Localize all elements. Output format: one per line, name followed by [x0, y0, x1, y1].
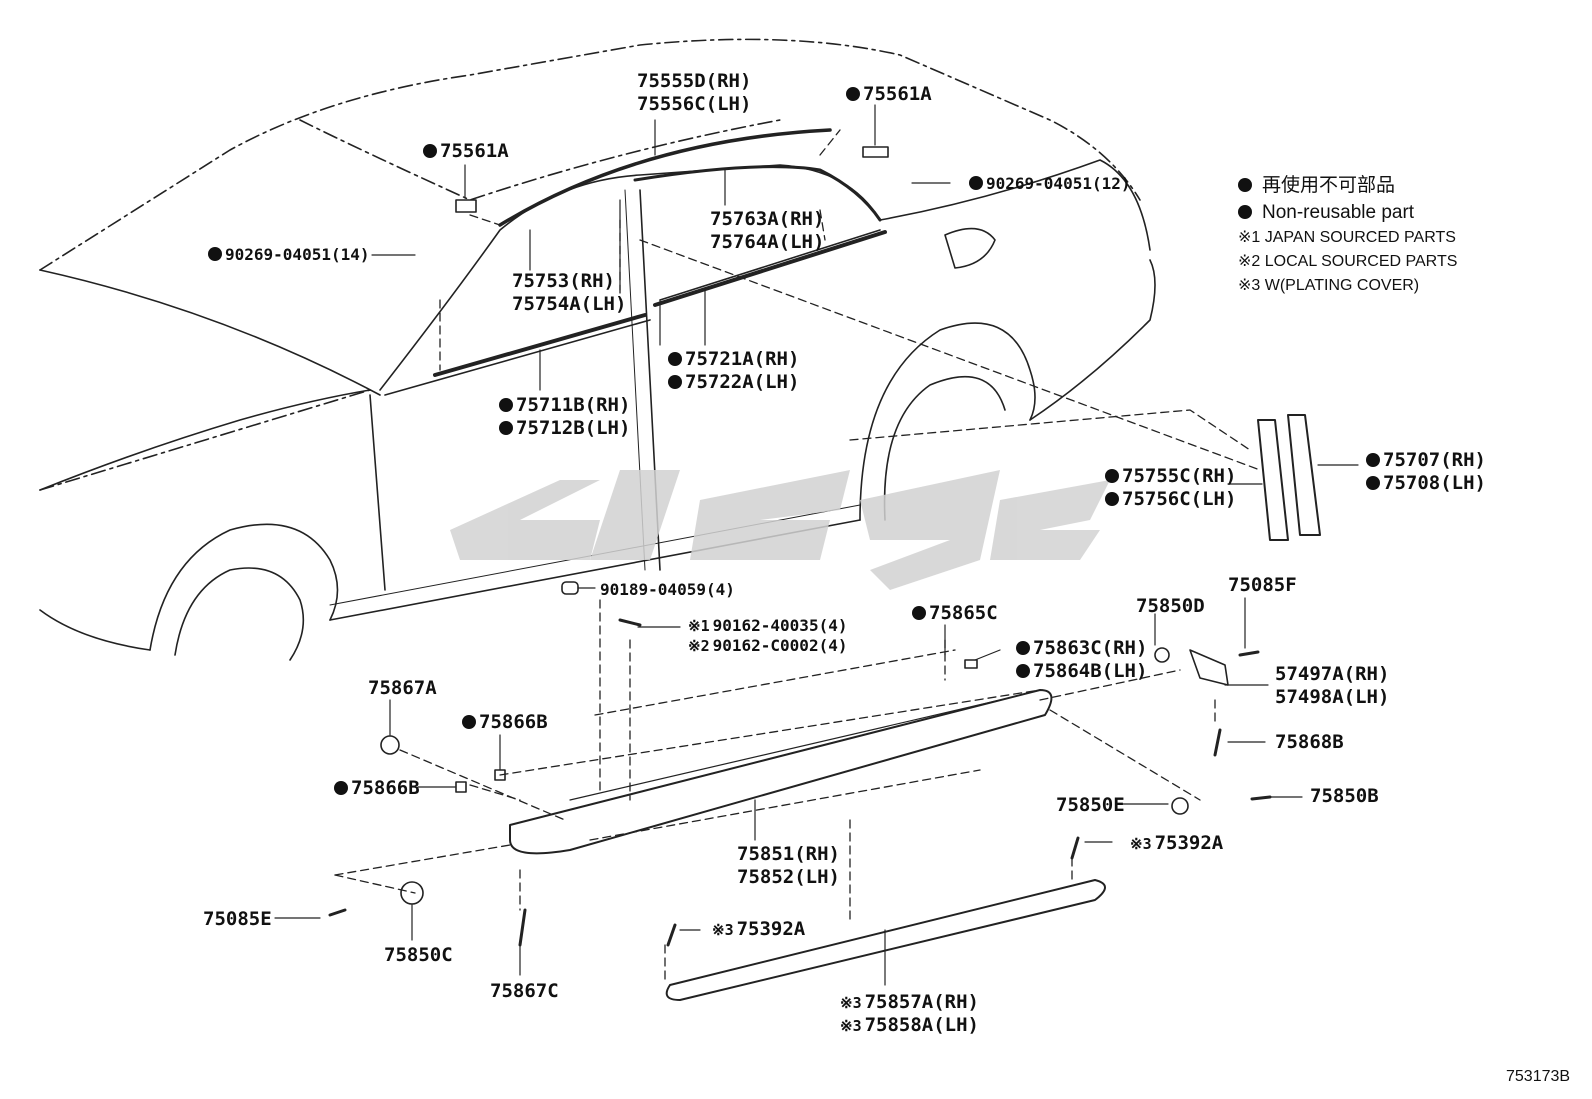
- note-mark-3: ※3: [840, 1017, 862, 1035]
- part-label-57497a[interactable]: 57497A(RH): [1275, 663, 1390, 685]
- part-label-75865c[interactable]: 75865C: [912, 602, 998, 624]
- dot-icon: [334, 781, 348, 795]
- part-label-75867a[interactable]: 75867A: [368, 677, 437, 699]
- part-label-75721a[interactable]: 75721A(RH): [668, 348, 799, 370]
- part-label-75707[interactable]: 75707(RH): [1366, 449, 1486, 471]
- dot-icon: [208, 247, 222, 261]
- legend-note-2: ※2 LOCAL SOURCED PARTS: [1238, 253, 1458, 270]
- part-label-75867c[interactable]: 75867C: [490, 980, 559, 1002]
- dot-icon: [423, 144, 437, 158]
- dot-icon: [462, 715, 476, 729]
- note-mark-1: ※1: [688, 617, 710, 635]
- part-label-75754a[interactable]: 75754A(LH): [512, 293, 627, 315]
- legend-note-3: ※3 W(PLATING COVER): [1238, 277, 1420, 294]
- note-mark-2: ※2: [688, 637, 710, 655]
- legend-en: Non-reusable part: [1238, 199, 1457, 226]
- part-label-75711b[interactable]: 75711B(RH): [499, 394, 630, 416]
- part-label-75850c[interactable]: 75850C: [384, 944, 453, 966]
- part-label-75556c[interactable]: 75556C(LH): [637, 93, 752, 115]
- dot-icon: [1238, 205, 1252, 219]
- part-label-75866b-left[interactable]: 75866B: [334, 777, 420, 799]
- part-label-75863c[interactable]: 75863C(RH): [1016, 637, 1147, 659]
- part-label-75756c[interactable]: 75756C(LH): [1105, 488, 1236, 510]
- part-label-75708[interactable]: 75708(LH): [1366, 472, 1486, 494]
- legend-jp: 再使用不可部品: [1238, 172, 1457, 199]
- note-mark-3: ※3: [840, 994, 862, 1012]
- part-label-75864b[interactable]: 75864B(LH): [1016, 660, 1147, 682]
- part-label-75851[interactable]: 75851(RH): [737, 843, 840, 865]
- dot-icon: [846, 87, 860, 101]
- part-label-90269-14[interactable]: 90269-04051(14): [208, 245, 370, 265]
- part-label-75712b[interactable]: 75712B(LH): [499, 417, 630, 439]
- part-label-57498a[interactable]: 57498A(LH): [1275, 686, 1390, 708]
- note-mark-3: ※3: [712, 921, 734, 939]
- dot-icon: [499, 398, 513, 412]
- part-label-90269-12[interactable]: 90269-04051(12): [969, 174, 1131, 194]
- part-label-90189[interactable]: 90189-04059(4): [600, 580, 735, 599]
- part-label-75555d[interactable]: 75555D(RH): [637, 70, 752, 92]
- part-label-75866b-top[interactable]: 75866B: [462, 711, 548, 733]
- dot-icon: [1105, 469, 1119, 483]
- part-label-75085e[interactable]: 75085E: [203, 908, 272, 930]
- dot-icon: [969, 176, 983, 190]
- part-label-75850e[interactable]: 75850E: [1056, 794, 1125, 816]
- note-mark-3: ※3: [1130, 835, 1152, 853]
- part-label-75722a[interactable]: 75722A(LH): [668, 371, 799, 393]
- dot-icon: [1016, 664, 1030, 678]
- dot-icon: [1016, 641, 1030, 655]
- legend: 再使用不可部品 Non-reusable part ※1 JAPAN SOURC…: [1238, 172, 1457, 298]
- dot-icon: [1238, 178, 1252, 192]
- part-label-75763a[interactable]: 75763A(RH): [710, 208, 825, 230]
- dot-icon: [912, 606, 926, 620]
- part-label-75868b[interactable]: 75868B: [1275, 731, 1344, 753]
- part-label-75850b[interactable]: 75850B: [1310, 785, 1379, 807]
- part-label-75561a-top[interactable]: 75561A: [846, 83, 932, 105]
- part-label-75561a-left[interactable]: 75561A: [423, 140, 509, 162]
- part-label-75755c[interactable]: 75755C(RH): [1105, 465, 1236, 487]
- dot-icon: [1105, 492, 1119, 506]
- dot-icon: [668, 352, 682, 366]
- part-label-75085f[interactable]: 75085F: [1228, 574, 1297, 596]
- part-label-75850d[interactable]: 75850D: [1136, 595, 1205, 617]
- part-label-75764a[interactable]: 75764A(LH): [710, 231, 825, 253]
- dot-icon: [1366, 476, 1380, 490]
- dot-icon: [668, 375, 682, 389]
- dot-icon: [1366, 453, 1380, 467]
- legend-note-1: ※1 JAPAN SOURCED PARTS: [1238, 229, 1456, 246]
- part-label-75753[interactable]: 75753(RH): [512, 270, 615, 292]
- diagram-id: 753173B: [1506, 1068, 1571, 1085]
- part-label-75852[interactable]: 75852(LH): [737, 866, 840, 888]
- dot-icon: [499, 421, 513, 435]
